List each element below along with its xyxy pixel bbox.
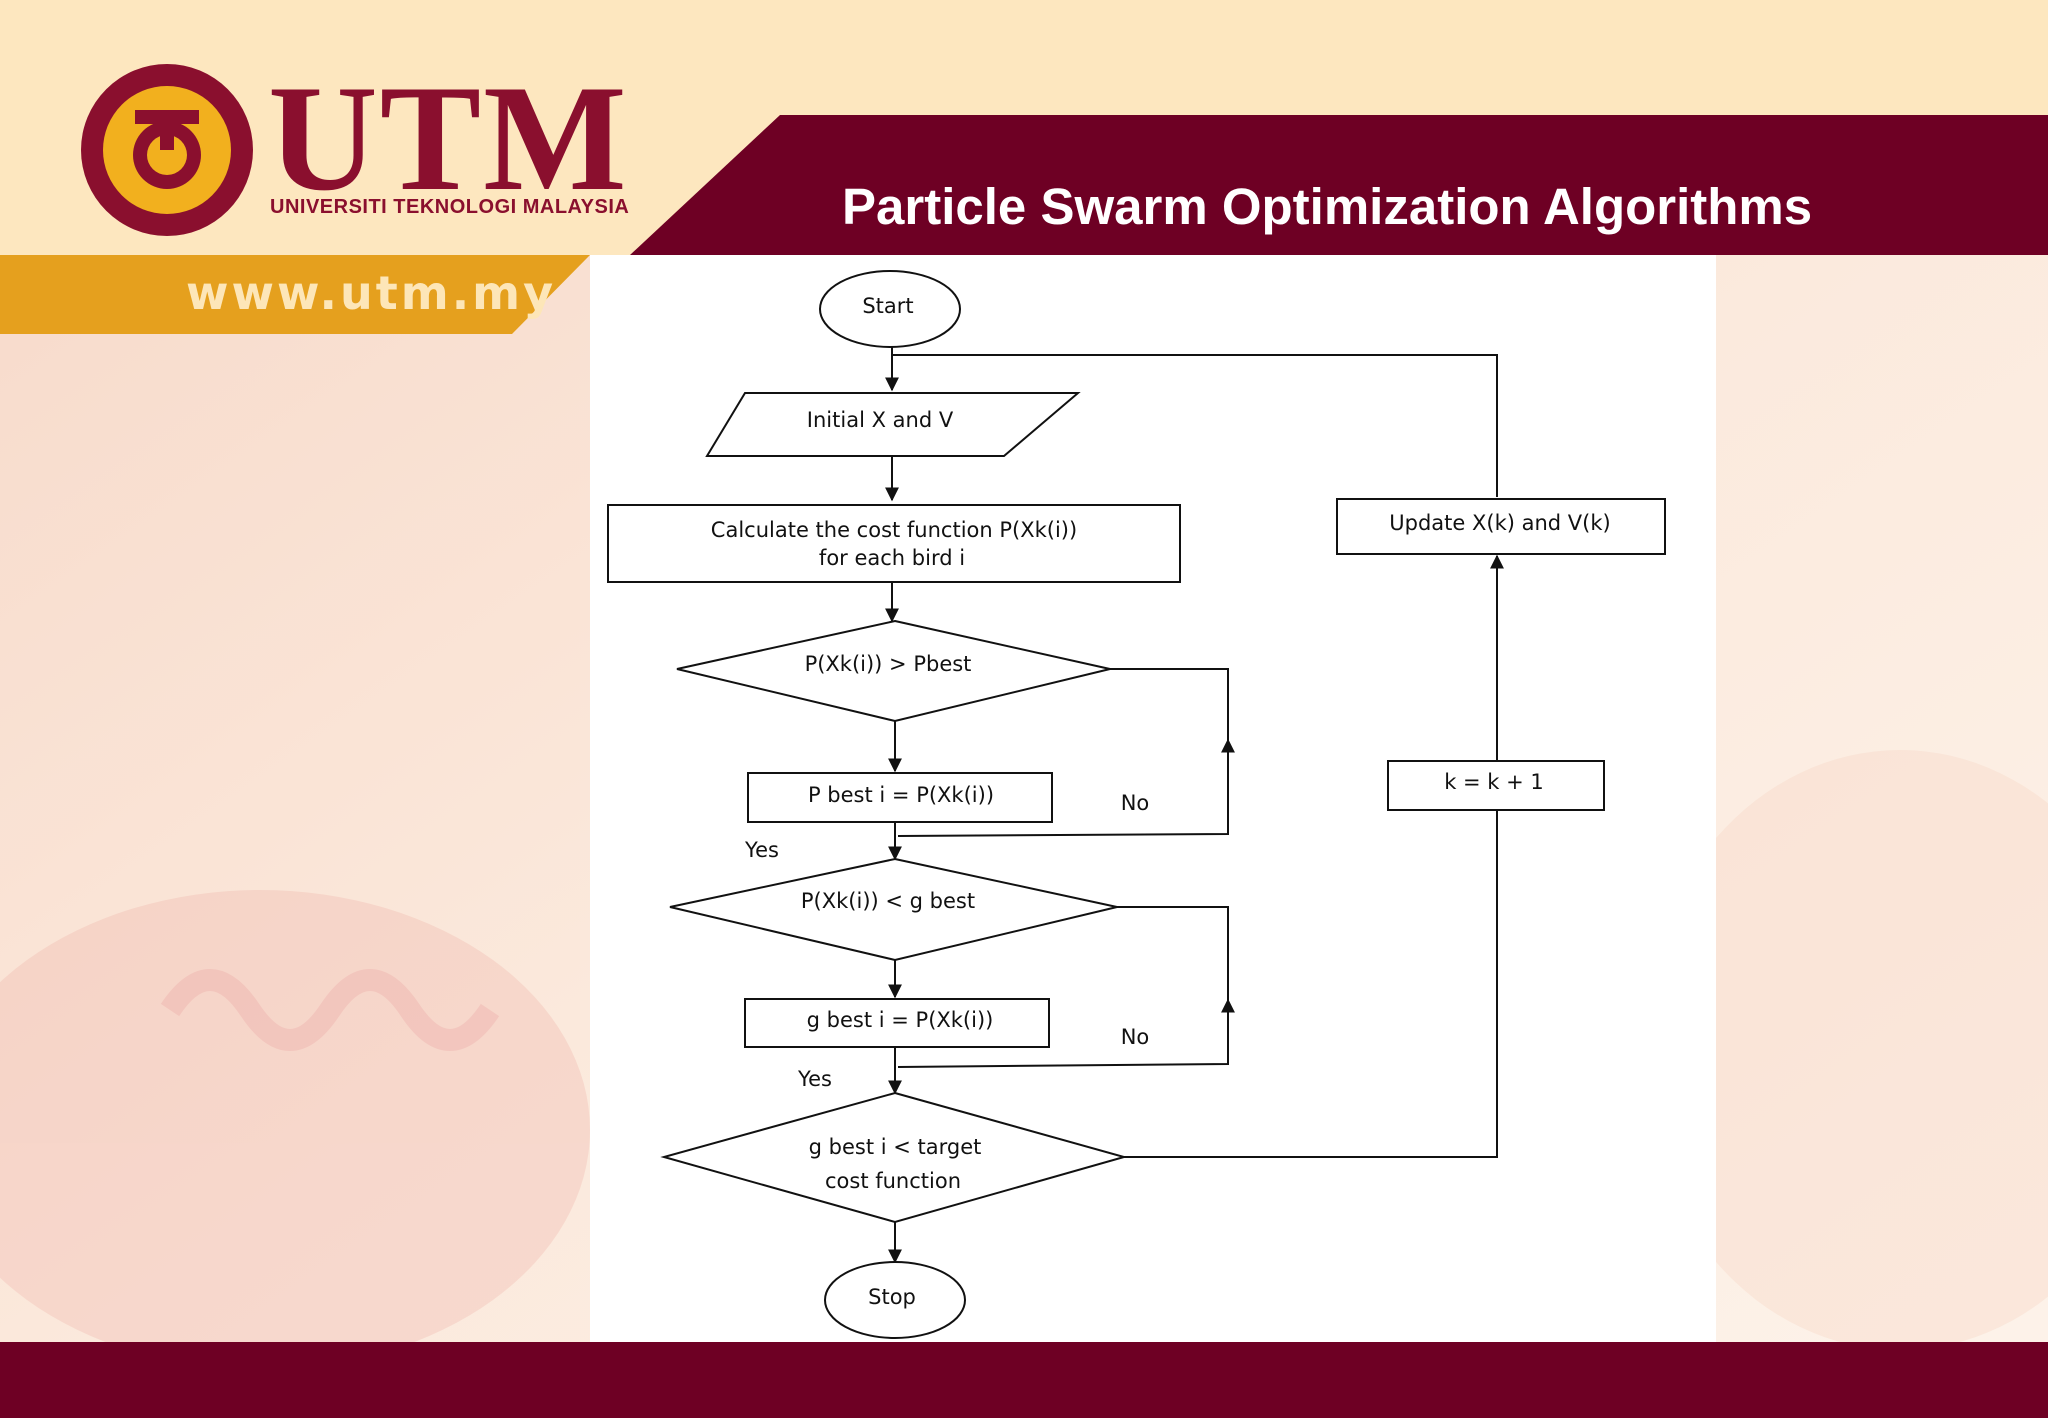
utm-logo-subtitle: UNIVERSITI TEKNOLOGI MALAYSIA (270, 196, 630, 218)
decision-1 (676, 619, 1111, 723)
decision-3-label-line1: g best i < target (809, 1135, 982, 1159)
flowchart: Start Initial X and V Calculate the cost… (607, 270, 1666, 1339)
connectors (885, 347, 1504, 1264)
pbest-label: P best i = P(Xk(i)) (808, 783, 994, 807)
increment-process (1387, 760, 1605, 811)
stop-label: Stop (868, 1285, 916, 1309)
decision-2-label: P(Xk(i)) < g best (801, 889, 975, 913)
update-label: Update X(k) and V(k) (1389, 511, 1610, 535)
header-maroon-band (630, 115, 2048, 255)
pbest-process (747, 772, 1053, 823)
loop-update-start (892, 354, 1498, 497)
stop-terminal (824, 1261, 966, 1339)
background-decoration (0, 750, 2048, 1370)
decision-2 (669, 857, 1118, 962)
utm-logo-word: UTM (268, 54, 629, 222)
update-process (1336, 498, 1666, 555)
shapes (607, 270, 1666, 1339)
increment-label: k = k + 1 (1444, 770, 1544, 794)
no-label-2: No (1121, 1025, 1150, 1049)
loop-dec3-increment (1124, 810, 1498, 1158)
start-terminal (819, 270, 961, 348)
yes-label-1: Yes (744, 838, 779, 862)
yes-label-2: Yes (797, 1067, 832, 1091)
footer-maroon-band (0, 1342, 2048, 1418)
slide-title: Particle Swarm Optimization Algorithms (842, 178, 1813, 235)
utm-logo-icon (81, 64, 253, 236)
init-parallelogram (705, 392, 1081, 457)
calc-label-line2: for each bird i (819, 546, 965, 570)
calc-process (607, 504, 1181, 583)
gbest-label: g best i = P(Xk(i)) (807, 1008, 994, 1032)
website-gold-band (0, 255, 590, 334)
no-label-1: No (1121, 791, 1150, 815)
calc-label-line1: Calculate the cost function P(Xk(i)) (711, 518, 1077, 542)
decision-3 (660, 1091, 1128, 1224)
decision-1-label: P(Xk(i)) > Pbest (805, 652, 972, 676)
website-url: www.utm.my (186, 266, 557, 320)
start-label: Start (862, 294, 913, 318)
decision-3-label-line2: cost function (825, 1169, 961, 1193)
gbest-process (744, 998, 1050, 1048)
no-loop-2 (897, 906, 1229, 1068)
init-label: Initial X and V (807, 408, 954, 432)
labels: Start Initial X and V Calculate the cost… (711, 294, 1611, 1309)
